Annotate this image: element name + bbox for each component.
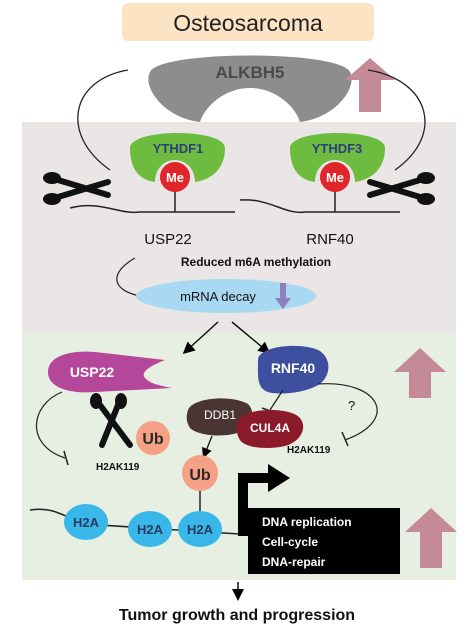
- ub-right: [182, 455, 218, 491]
- me-label-right: Me: [326, 170, 344, 185]
- usp22-protein: [48, 351, 172, 393]
- arrow-ddb1-to-ub: [202, 435, 213, 459]
- upregulation-arrow-middle: [394, 348, 446, 398]
- decay-down-arrow-icon: [275, 283, 291, 309]
- ythdf1-reader: [130, 133, 225, 182]
- curve-to-decay: [116, 257, 141, 297]
- title: Osteosarcoma: [173, 10, 323, 36]
- histone-1-label: H2A: [73, 515, 100, 530]
- activation-arrow: [238, 473, 272, 536]
- usp22-inhibit-curve: [36, 391, 66, 459]
- upregulation-arrow-top: [345, 58, 395, 112]
- me-mark-right: [320, 162, 350, 192]
- scissors-right-icon: [367, 172, 435, 205]
- histone-2-label: H2A: [137, 522, 164, 537]
- outcome-dna-replication: DNA replication: [262, 515, 352, 529]
- ub-left-label: Ub: [142, 431, 164, 448]
- usp22-inhibit-bar: [63, 450, 69, 466]
- arrow-to-rnf40: [231, 321, 271, 354]
- usp22-protein-label: USP22: [70, 364, 115, 380]
- mrna-left: [69, 204, 235, 214]
- scissors-ub-icon: [90, 393, 133, 448]
- mrna-right: [239, 199, 400, 214]
- curve-left: [77, 69, 129, 171]
- me-mark-left: [160, 162, 190, 192]
- curve-right: [367, 69, 426, 171]
- outcome-dna-repair: DNA-repair: [262, 555, 326, 569]
- outcomes-box: [248, 508, 400, 574]
- mrna-decay-ellipse: [136, 279, 316, 313]
- me-label-left: Me: [166, 170, 184, 185]
- histone-2: [128, 511, 172, 547]
- ythdf3-label: YTHDF3: [312, 141, 363, 156]
- mrna-decay-label: mRNA decay: [180, 289, 256, 304]
- ythdf3-reader: [290, 133, 385, 182]
- alkbh5-label: ALKBH5: [216, 63, 285, 82]
- question-inhibit-bar: [341, 431, 349, 447]
- histone-3-label: H2A: [187, 522, 214, 537]
- cul4a-label: CUL4A: [250, 421, 290, 435]
- histone-1: [64, 504, 108, 540]
- ub-left: [136, 421, 170, 455]
- transcript-usp22: USP22: [144, 231, 192, 248]
- ythdf1-label: YTHDF1: [153, 141, 204, 156]
- rnf40-protein: [257, 345, 329, 394]
- alkbh5-shape: [148, 55, 352, 122]
- ddb1-protein: [186, 398, 253, 436]
- h2ak119-left-label: H2AK119: [96, 462, 140, 473]
- h2ak119-right-label: H2AK119: [287, 445, 331, 456]
- upregulation-arrow-bottom: [405, 508, 457, 568]
- histone-3: [178, 511, 222, 547]
- cul4a-protein: [236, 409, 304, 448]
- final-label: Tumor growth and progression: [119, 607, 355, 624]
- question-mark: ?: [348, 398, 355, 413]
- activation-arrowhead: [268, 464, 290, 492]
- ub-right-label: Ub: [189, 467, 211, 484]
- rnf40-protein-label: RNF40: [271, 360, 316, 376]
- title-box: [122, 3, 374, 41]
- ddb1-label: DDB1: [204, 408, 236, 422]
- transcript-rnf40: RNF40: [306, 231, 354, 248]
- rnf40-inhibit-line: [269, 389, 284, 411]
- scissors-left-icon: [43, 172, 111, 205]
- reduced-methylation-label: Reduced m6A methylation: [181, 255, 331, 269]
- question-curve: [317, 383, 378, 441]
- arrow-to-usp22: [182, 321, 219, 355]
- outcome-cell-cycle: Cell-cycle: [262, 535, 318, 549]
